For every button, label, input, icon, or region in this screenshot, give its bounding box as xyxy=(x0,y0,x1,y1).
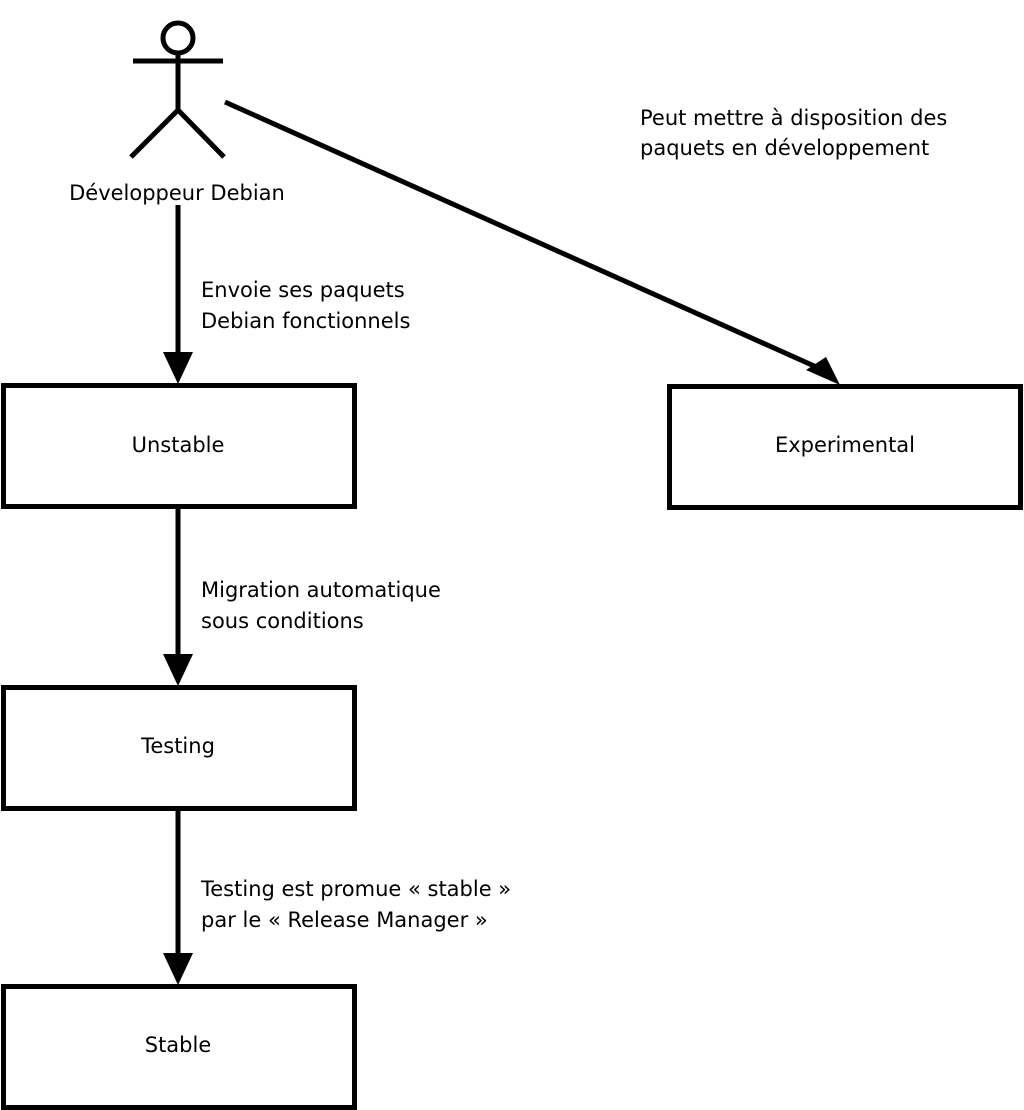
node-experimental-box xyxy=(667,384,1023,510)
edge-unstable-to-testing-arrowhead xyxy=(163,654,193,686)
actor-developpeur-debian[interactable]: Développeur Debian xyxy=(69,20,285,205)
node-stable-label: Stable xyxy=(145,1033,212,1057)
node-testing[interactable]: Testing xyxy=(1,685,357,811)
node-testing-label: Testing xyxy=(140,734,215,758)
edge-unstable-to-testing-label-line2: sous conditions xyxy=(201,609,364,633)
edge-testing-to-stable: Testing est promue « stable » par le « R… xyxy=(163,810,511,985)
edge-dev-to-unstable-label-line1: Envoie ses paquets xyxy=(201,278,405,302)
edge-unstable-to-testing: Migration automatique sous conditions xyxy=(163,508,441,686)
edge-dev-to-unstable: Envoie ses paquets Debian fonctionnels xyxy=(163,205,410,384)
node-unstable[interactable]: Unstable xyxy=(1,383,357,509)
node-stable-box xyxy=(1,984,357,1110)
edge-testing-to-stable-arrowhead xyxy=(163,953,193,985)
edge-dev-to-experimental: Peut mettre à disposition des paquets en… xyxy=(223,99,947,385)
actor-head-icon xyxy=(160,20,196,56)
node-experimental-label: Experimental xyxy=(775,433,915,457)
node-testing-box xyxy=(1,685,357,811)
edge-unstable-to-testing-label-line1: Migration automatique xyxy=(201,578,441,602)
node-unstable-box xyxy=(1,383,357,509)
node-experimental[interactable]: Experimental xyxy=(667,384,1023,510)
actor-left-leg-line xyxy=(129,108,180,159)
node-unstable-label: Unstable xyxy=(132,433,225,457)
edge-dev-to-unstable-arrowhead xyxy=(163,352,193,384)
edge-testing-to-stable-label-line2: par le « Release Manager » xyxy=(201,908,488,932)
node-stable[interactable]: Stable xyxy=(1,984,357,1110)
actor-label: Développeur Debian xyxy=(69,181,285,205)
actor-right-leg-line xyxy=(176,108,226,159)
edge-testing-to-stable-label-line1: Testing est promue « stable » xyxy=(200,877,511,901)
edge-dev-to-experimental-line xyxy=(223,99,834,377)
stick-figure-actor-icon xyxy=(129,20,226,159)
edge-dev-to-unstable-label-line2: Debian fonctionnels xyxy=(201,309,410,333)
edge-dev-to-experimental-arrowhead xyxy=(806,357,840,385)
edge-dev-to-experimental-label-line1: Peut mettre à disposition des xyxy=(640,106,947,130)
edge-dev-to-experimental-label-line2: paquets en développement xyxy=(640,136,929,160)
